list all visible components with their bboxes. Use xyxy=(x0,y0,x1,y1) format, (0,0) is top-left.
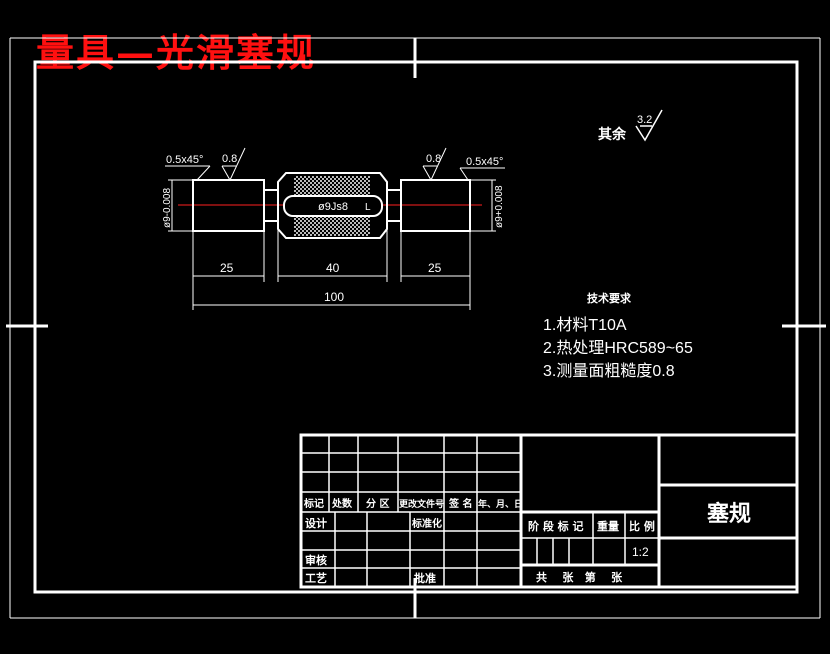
tb-review: 审核 xyxy=(305,553,327,567)
tb-signature: 签 名 xyxy=(448,497,472,510)
tb-approve: 批准 xyxy=(414,571,436,585)
title-block-frame xyxy=(299,433,799,589)
tb-scale-label: 比 例 xyxy=(629,519,655,533)
tb-count: 处数 xyxy=(331,497,353,510)
title-block-grid xyxy=(301,435,659,587)
center-diameter: ø9Js8 xyxy=(318,201,348,213)
drawing-frame xyxy=(6,38,826,618)
tb-design: 设计 xyxy=(305,516,327,530)
drawing-title: 量具—光滑塞规 xyxy=(36,30,317,75)
knurl-top xyxy=(294,176,370,196)
tb-scale-value: 1:2 xyxy=(632,545,649,559)
roughness-left: 0.8 xyxy=(222,153,237,165)
handle-label-slot xyxy=(283,195,383,217)
rest-roughness-value: 3.2 xyxy=(637,114,652,126)
roughness-symbol-rest xyxy=(635,109,663,142)
handle-body xyxy=(277,172,388,239)
center-mark: L xyxy=(365,202,371,213)
tb-sheets: 共 张 第 张 xyxy=(536,570,623,584)
tb-weight: 重量 xyxy=(597,519,619,533)
right-plug xyxy=(400,179,471,232)
tb-process: 工艺 xyxy=(305,571,327,585)
dim-left-length: 25 xyxy=(220,261,234,275)
tb-stage-mark: 阶 段 标 记 xyxy=(528,519,584,533)
tb-marker: 标记 xyxy=(303,497,324,510)
tb-drawing-name: 塞规 xyxy=(707,501,751,527)
chamfer-right: 0.5x45° xyxy=(466,156,503,168)
tech-item-1: 1.材料T10A xyxy=(543,316,627,334)
tb-change-doc: 更改文件号 xyxy=(399,498,444,510)
tb-zone: 分 区 xyxy=(366,497,389,510)
tech-item-3: 3.测量面粗糙度0.8 xyxy=(543,362,675,380)
diameter-right: ø9+0.008 xyxy=(494,185,505,228)
dim-center-length: 40 xyxy=(326,261,340,275)
chamfer-left: 0.5x45° xyxy=(166,154,203,166)
tb-date: 年、月、日 xyxy=(478,498,523,510)
knurl-bottom xyxy=(294,216,370,236)
dim-total-length: 100 xyxy=(324,290,344,304)
tb-standardization: 标准化 xyxy=(411,517,442,530)
roughness-right: 0.8 xyxy=(426,153,441,165)
diameter-left: ø9-0.008 xyxy=(162,188,173,228)
dim-right-length: 25 xyxy=(428,261,442,275)
left-plug xyxy=(192,179,265,232)
gauge-part xyxy=(178,172,482,239)
rest-roughness-label: 其余 xyxy=(598,126,627,143)
tech-item-2: 2.热处理HRC589~65 xyxy=(543,339,693,357)
tech-heading: 技术要求 xyxy=(587,291,632,305)
